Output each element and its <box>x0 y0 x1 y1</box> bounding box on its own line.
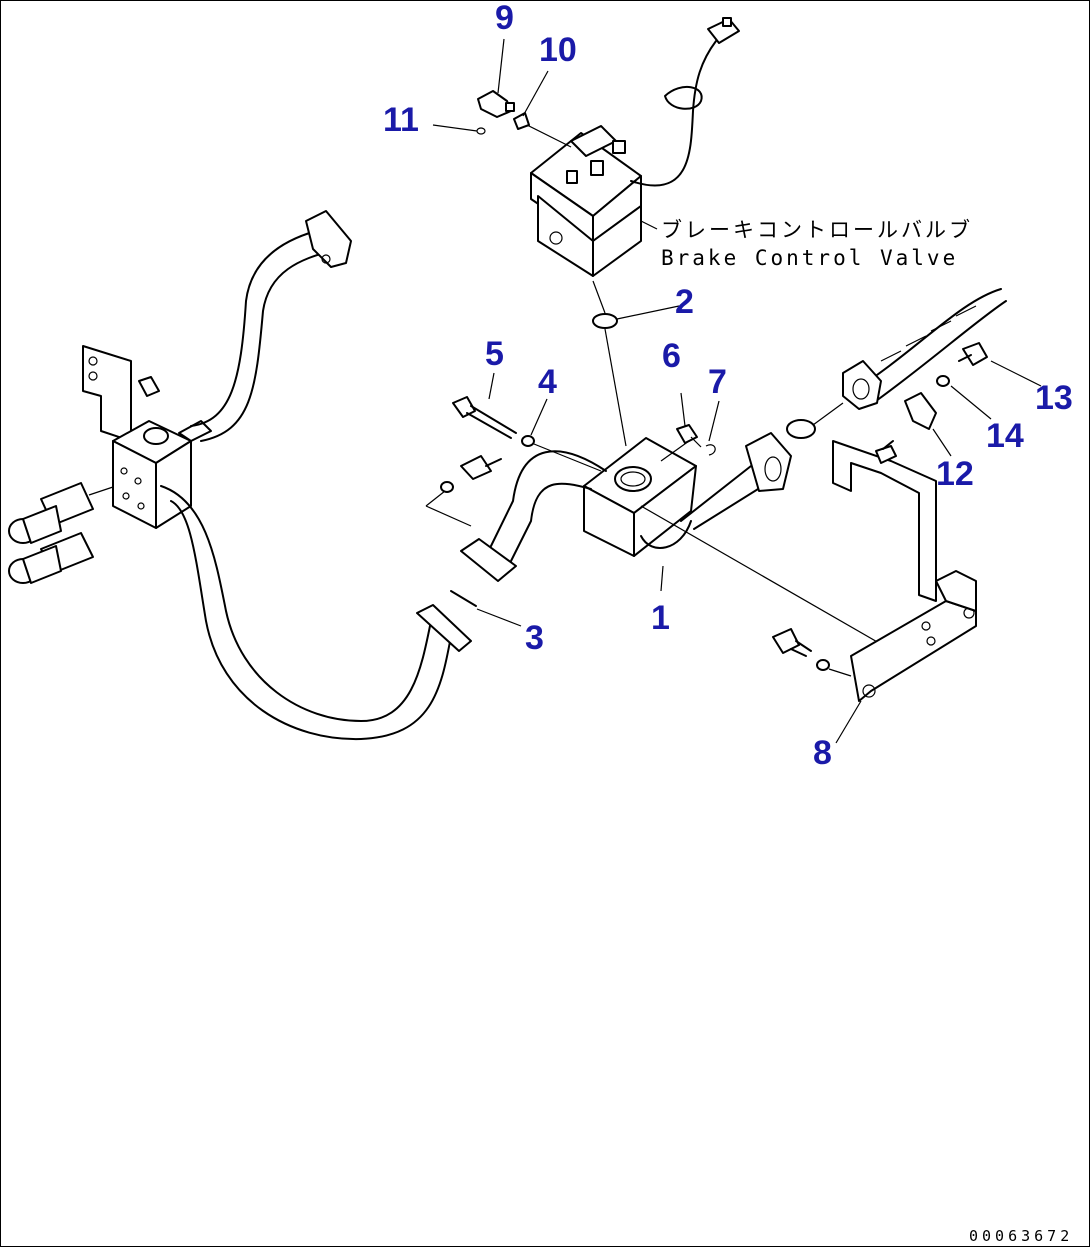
callout-10: 10 <box>539 31 577 69</box>
bolt-5 <box>452 396 517 439</box>
callout-11: 11 <box>383 101 419 139</box>
clamp-12 <box>904 392 937 430</box>
bolt-13 <box>958 342 988 366</box>
hose-fittings-left <box>8 482 114 584</box>
gasket-3 <box>450 590 477 607</box>
washer-14 <box>936 375 950 387</box>
bolt-bracket <box>772 628 812 657</box>
callout-1: 1 <box>651 599 670 637</box>
callout-9: 9 <box>495 1 514 37</box>
callout-12: 12 <box>936 455 974 493</box>
oring-right <box>786 419 816 439</box>
callout-13: 13 <box>1035 379 1073 417</box>
callout-labels: 1 2 3 4 5 6 7 8 9 10 11 12 13 14 <box>383 1 1073 772</box>
oring-2 <box>592 313 618 329</box>
callout-5: 5 <box>485 335 504 373</box>
gasket-10 <box>513 112 530 130</box>
flange-bottom <box>416 604 472 652</box>
flange-top-left <box>305 210 352 268</box>
fitting-9 <box>477 90 515 118</box>
hose-right <box>842 288 1007 410</box>
flange-right <box>745 432 792 492</box>
callout-3: 3 <box>525 619 544 657</box>
oring-11 <box>476 127 486 135</box>
bolt-lower <box>460 455 502 480</box>
callout-7: 7 <box>708 363 727 401</box>
left-block <box>112 420 212 529</box>
left-bracket <box>82 345 160 442</box>
valve-label-en: Brake Control Valve <box>661 246 958 270</box>
oring-7 <box>705 444 716 456</box>
bracket-8 <box>832 440 977 702</box>
callout-14: 14 <box>986 417 1024 455</box>
callout-6: 6 <box>662 337 681 375</box>
manifold-block-1 <box>583 437 697 557</box>
brake-control-valve <box>530 125 642 277</box>
valve-label-jp: ブレーキコントロールバルブ <box>661 218 973 242</box>
callout-2: 2 <box>675 283 694 321</box>
flange-left <box>460 538 517 582</box>
bolt-6 <box>676 424 702 448</box>
washer-4 <box>521 435 535 447</box>
callout-8: 8 <box>813 734 832 772</box>
drawing-code: 00063672 <box>969 1227 1073 1245</box>
harness-connector <box>630 17 740 187</box>
callout-4: 4 <box>538 363 557 401</box>
